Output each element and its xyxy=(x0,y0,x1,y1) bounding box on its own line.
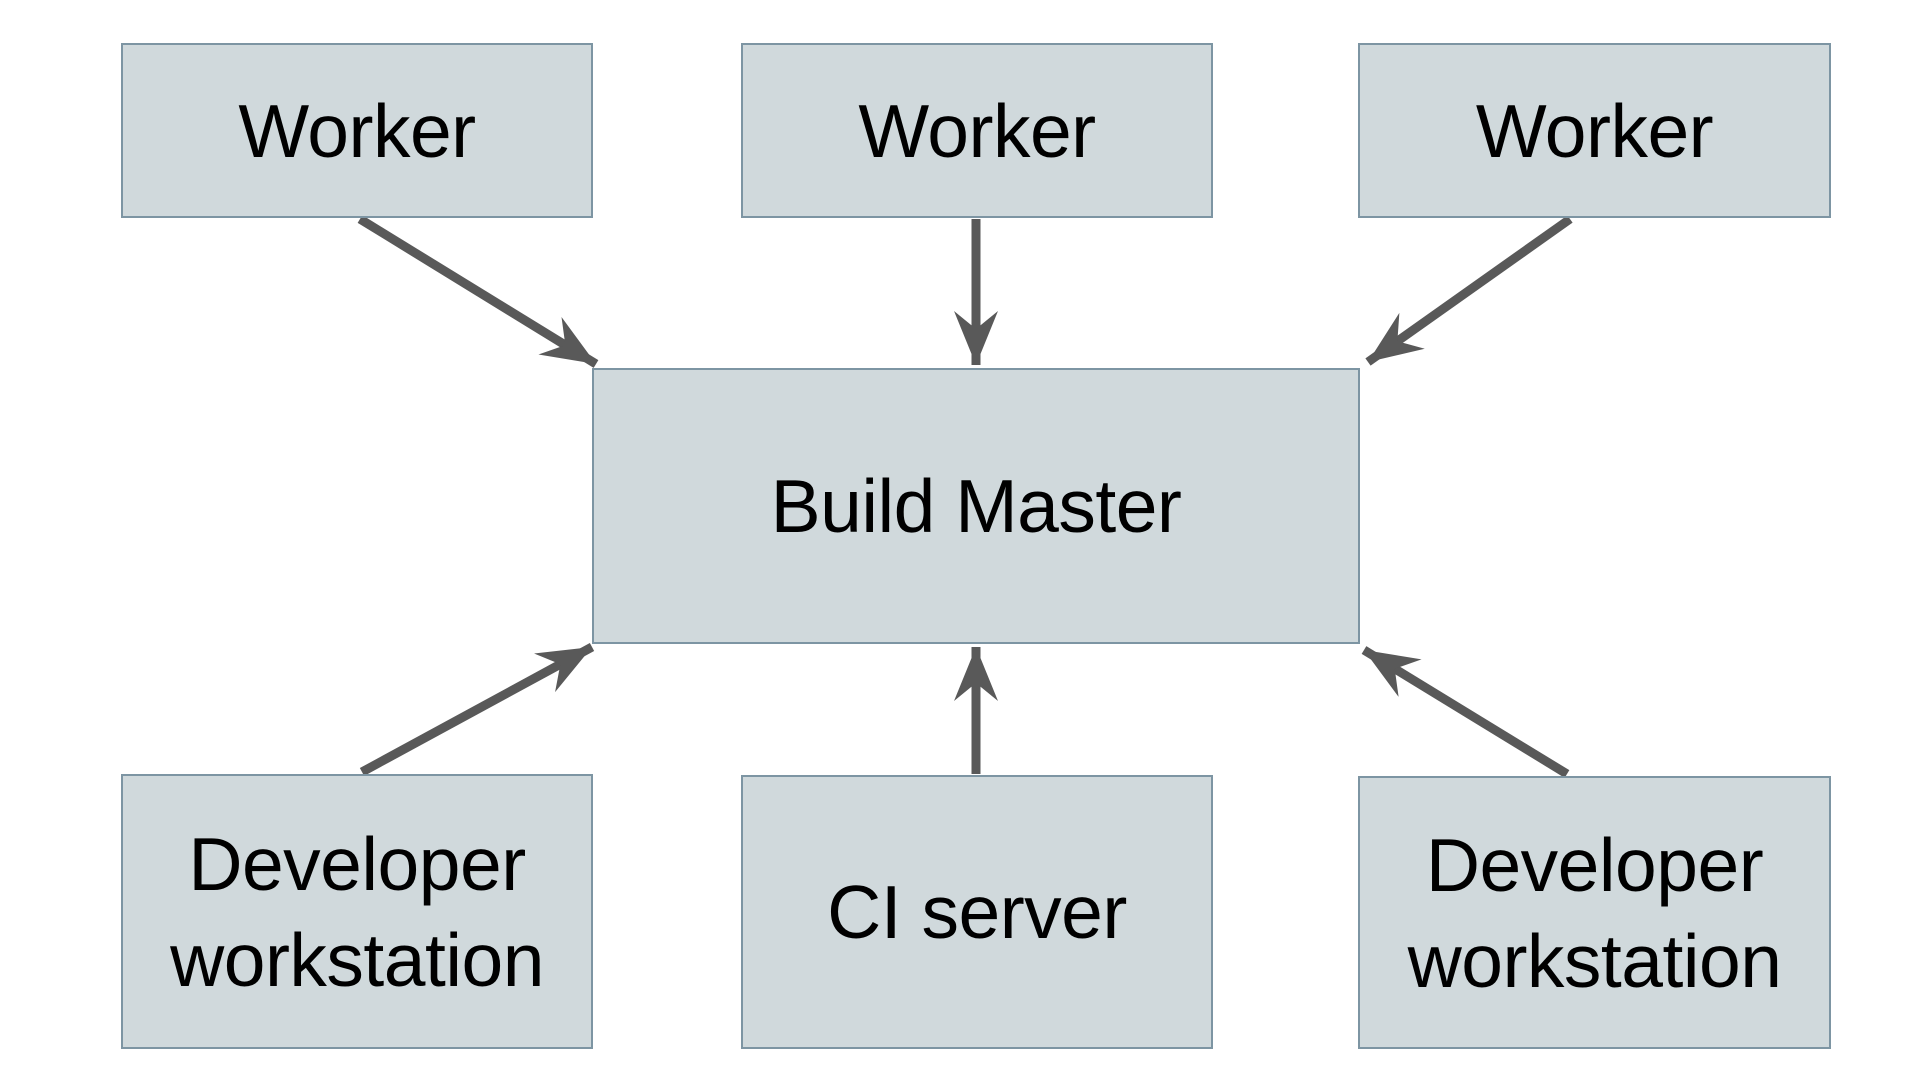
node-dev-workstation-1: Developer workstation xyxy=(121,774,593,1049)
node-dev-workstation-1-label: Developer workstation xyxy=(170,821,544,1002)
node-build-master-label: Build Master xyxy=(770,464,1182,548)
arrow-worker-1-to-build-master xyxy=(357,215,599,368)
node-worker-2-label: Worker xyxy=(858,88,1096,173)
node-build-master: Build Master xyxy=(592,368,1360,644)
node-ci-server-label: CI server xyxy=(827,870,1127,954)
node-worker-1: Worker xyxy=(121,43,593,218)
node-ci-server: CI server xyxy=(741,775,1213,1049)
node-dev-workstation-2: Developer workstation xyxy=(1358,776,1831,1049)
arrow-dev-workstation-2-to-build-master xyxy=(1361,646,1570,778)
node-worker-1-label: Worker xyxy=(238,88,476,173)
arrow-worker-3-to-build-master xyxy=(1365,215,1573,366)
node-worker-3: Worker xyxy=(1358,43,1831,218)
node-dev-workstation-2-label: Developer workstation xyxy=(1407,822,1782,1003)
arrow-dev-workstation-1-to-build-master xyxy=(359,643,595,776)
node-worker-3-label: Worker xyxy=(1475,88,1714,173)
node-worker-2: Worker xyxy=(741,43,1213,218)
